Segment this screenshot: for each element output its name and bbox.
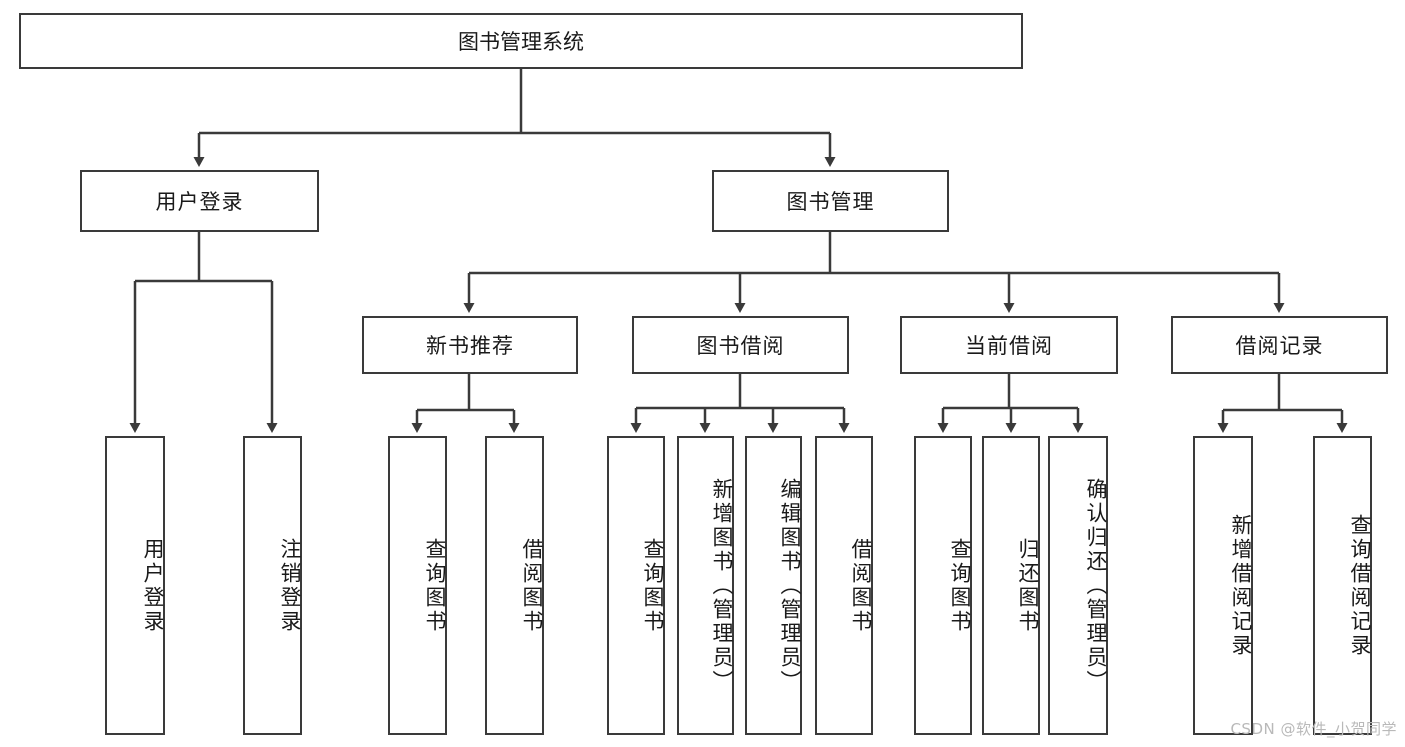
node-label: 确认归还（管理员） xyxy=(1084,477,1108,694)
node-label: 新增图书（管理员） xyxy=(710,477,734,694)
node-label: 用户登录 xyxy=(141,537,165,634)
node-label: 新增借阅记录 xyxy=(1229,513,1253,658)
node-label: 归还图书 xyxy=(1016,537,1040,634)
node-new-book-recommend[interactable]: 新书推荐 xyxy=(362,316,578,374)
node-label: 借阅记录 xyxy=(1235,334,1324,358)
node-borrow-record[interactable]: 借阅记录 xyxy=(1171,316,1388,374)
node-leaf-query-book-current[interactable]: 查询图书 xyxy=(914,436,972,735)
node-book-management[interactable]: 图书管理 xyxy=(712,170,949,232)
node-label: 图书管理 xyxy=(786,190,875,214)
node-label: 当前借阅 xyxy=(965,334,1053,358)
node-leaf-edit-book-admin[interactable]: 编辑图书（管理员） xyxy=(745,436,802,735)
node-label: 查询图书 xyxy=(641,537,665,634)
node-leaf-add-borrow-record[interactable]: 新增借阅记录 xyxy=(1193,436,1253,735)
node-leaf-borrow-book-recommend[interactable]: 借阅图书 xyxy=(485,436,544,735)
node-label: 注销登录 xyxy=(278,537,302,634)
node-label: 新书推荐 xyxy=(426,334,514,358)
node-leaf-add-book-admin[interactable]: 新增图书（管理员） xyxy=(677,436,734,735)
node-label: 图书借阅 xyxy=(696,334,785,358)
watermark-text: CSDN @软件_小贺同学 xyxy=(1230,720,1397,738)
node-label: 查询借阅记录 xyxy=(1348,513,1372,658)
node-user-login[interactable]: 用户登录 xyxy=(80,170,319,232)
node-leaf-query-book-borrow[interactable]: 查询图书 xyxy=(607,436,665,735)
node-leaf-query-borrow-record[interactable]: 查询借阅记录 xyxy=(1313,436,1372,735)
node-leaf-return-book[interactable]: 归还图书 xyxy=(982,436,1040,735)
node-label: 借阅图书 xyxy=(520,537,544,634)
node-book-borrow[interactable]: 图书借阅 xyxy=(632,316,849,374)
node-label: 图书管理系统 xyxy=(458,30,584,54)
node-leaf-confirm-return-admin[interactable]: 确认归还（管理员） xyxy=(1048,436,1108,735)
node-current-borrow[interactable]: 当前借阅 xyxy=(900,316,1118,374)
node-label: 用户登录 xyxy=(155,190,244,214)
node-label: 借阅图书 xyxy=(849,537,873,634)
node-leaf-user-login[interactable]: 用户登录 xyxy=(105,436,165,735)
node-label: 编辑图书（管理员） xyxy=(778,477,802,694)
node-label: 查询图书 xyxy=(423,537,447,634)
node-leaf-query-book-recommend[interactable]: 查询图书 xyxy=(388,436,447,735)
node-label: 查询图书 xyxy=(948,537,972,634)
node-leaf-logout-login[interactable]: 注销登录 xyxy=(243,436,302,735)
node-leaf-borrow-book-borrow[interactable]: 借阅图书 xyxy=(815,436,873,735)
node-root-book-management-system[interactable]: 图书管理系统 xyxy=(19,13,1023,69)
